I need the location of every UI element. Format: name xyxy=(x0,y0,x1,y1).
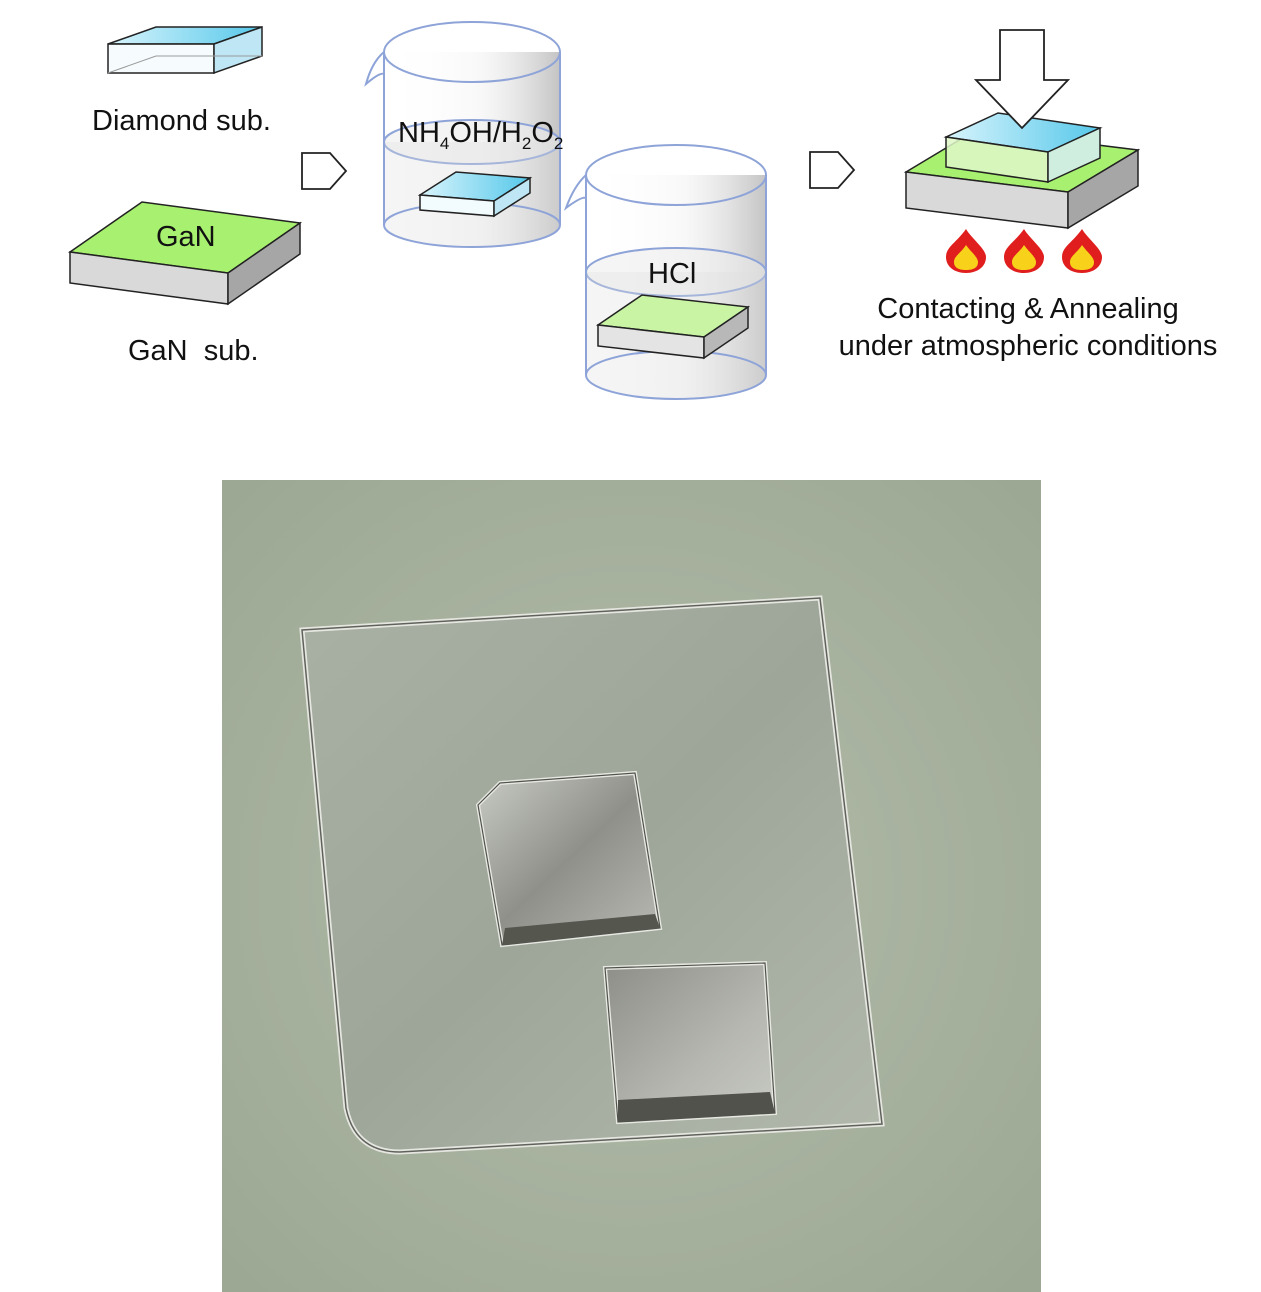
gan-in-solution xyxy=(595,294,751,360)
flame-icon xyxy=(1004,229,1044,273)
diamond-in-solution xyxy=(417,171,533,218)
beaker1-label-subscript: 2 xyxy=(554,134,563,153)
beaker2-solution-label: HCl xyxy=(648,258,696,290)
beaker1-solution-label: NH4OH/H2O2 xyxy=(398,117,563,153)
beaker1-label-part: OH/H xyxy=(449,117,522,149)
diamond-substrate xyxy=(107,25,263,75)
flame-icon xyxy=(946,229,986,273)
bonded-chip-2 xyxy=(602,960,778,1125)
gan-sub-label: GaN sub. xyxy=(128,335,259,367)
beaker1-label-subscript: 2 xyxy=(522,134,531,153)
beaker1-label-part: O xyxy=(531,117,554,149)
diamond-sub-label: Diamond sub. xyxy=(92,105,271,137)
bonded-chip-1 xyxy=(475,770,663,948)
gan-substrate xyxy=(67,201,303,306)
press-arrow-icon xyxy=(973,29,1071,130)
process-arrow-icon xyxy=(301,152,348,190)
sample-photo xyxy=(222,480,1041,1292)
bonded-stack xyxy=(903,112,1141,230)
step3-label-line2: under atmospheric conditions xyxy=(839,330,1218,362)
process-arrow-icon xyxy=(809,151,856,189)
step3-label-line1: Contacting & Annealing xyxy=(877,293,1179,325)
beaker1-label-subscript: 4 xyxy=(440,134,449,153)
beaker1-label-part: NH xyxy=(398,117,440,149)
flame-icon xyxy=(1062,229,1102,273)
gan-top-label: GaN xyxy=(156,221,216,253)
